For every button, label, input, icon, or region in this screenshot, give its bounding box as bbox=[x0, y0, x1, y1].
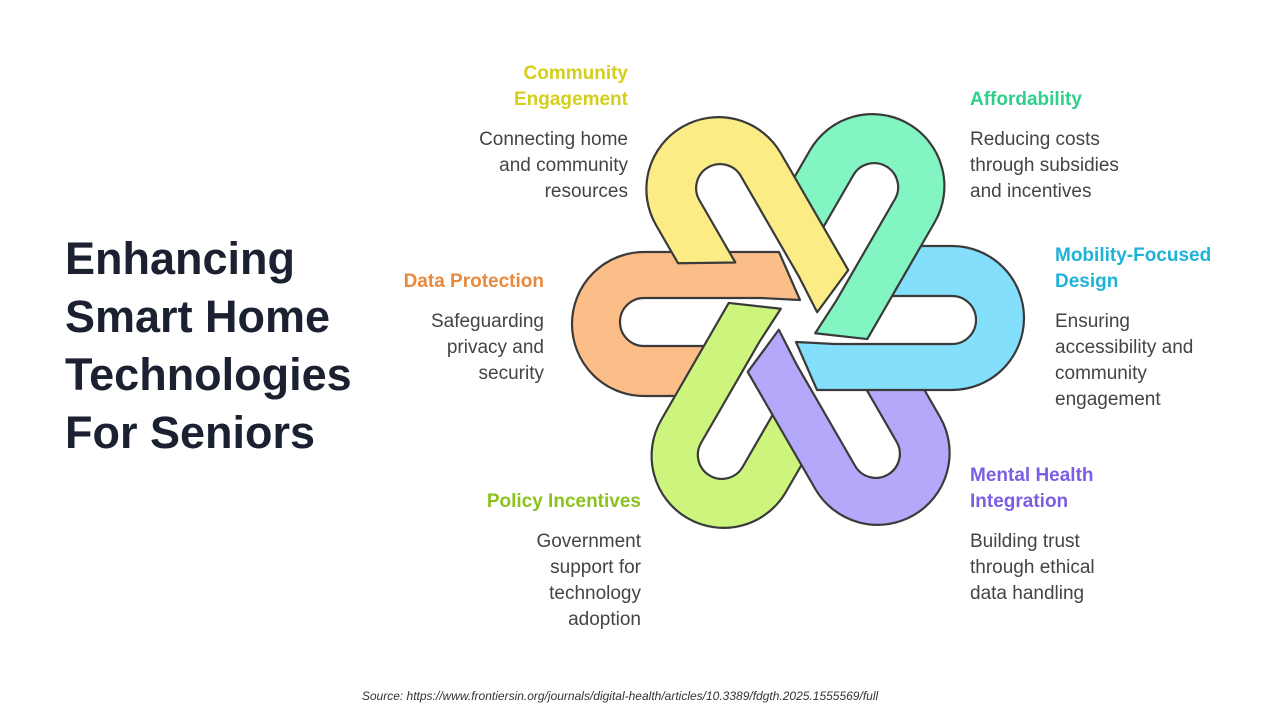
description-line: accessibility and bbox=[1055, 337, 1194, 358]
description-data-protection: Safeguarding privacy and security bbox=[404, 309, 544, 387]
description-line: support for bbox=[550, 557, 641, 578]
heading-line: Community bbox=[523, 63, 629, 84]
description-line: Reducing costs bbox=[970, 129, 1100, 150]
description-line: security bbox=[478, 363, 544, 384]
description-community-engagement: Connecting home and community resources bbox=[479, 127, 628, 205]
description-line: through subsidies bbox=[970, 155, 1119, 176]
label-affordability: Affordability Reducing costs through sub… bbox=[970, 87, 1119, 205]
description-line: resources bbox=[544, 181, 628, 202]
description-line: and incentives bbox=[970, 181, 1092, 202]
description-line: technology bbox=[549, 583, 641, 604]
heading-line: Design bbox=[1055, 271, 1119, 292]
title-line: Smart Home bbox=[65, 291, 331, 342]
description-line: Ensuring bbox=[1055, 311, 1130, 332]
heading-line: Mental Health bbox=[970, 465, 1094, 486]
loop-policy-incentives bbox=[650, 301, 810, 529]
description-line: Government bbox=[536, 531, 641, 552]
label-policy-incentives: Policy Incentives Government support for… bbox=[487, 489, 641, 633]
description-line: through ethical bbox=[970, 557, 1095, 578]
heading-line: Engagement bbox=[513, 89, 628, 110]
loop-mobility-focused-design bbox=[794, 244, 1026, 392]
loop-affordability bbox=[786, 113, 946, 341]
title-line: Technologies bbox=[65, 349, 352, 400]
heading-affordability: Affordability bbox=[970, 87, 1119, 113]
heading-line: Data Protection bbox=[403, 271, 544, 292]
description-mental-health-integration: Building trust through ethical data hand… bbox=[970, 529, 1095, 607]
description-line: data handling bbox=[970, 583, 1085, 604]
description-line: privacy and bbox=[446, 337, 544, 358]
source-citation: Source: https://www.frontiersin.org/jour… bbox=[361, 689, 879, 703]
loop-mental-health-integration bbox=[746, 328, 951, 526]
title-line: For Seniors bbox=[65, 407, 316, 458]
heading-line: Mobility-Focused bbox=[1055, 245, 1212, 266]
heading-line: Affordability bbox=[970, 89, 1082, 110]
title-line: Enhancing bbox=[65, 233, 296, 284]
heading-line: Policy Incentives bbox=[486, 491, 641, 512]
label-mental-health-integration: Mental Health Integration Building trust… bbox=[970, 463, 1095, 607]
label-data-protection: Data Protection Safeguarding privacy and… bbox=[404, 269, 544, 387]
heading-community-engagement: Community Engagement bbox=[479, 61, 628, 113]
loop-community-engagement bbox=[645, 116, 850, 314]
description-line: Building trust bbox=[970, 531, 1080, 552]
description-line: engagement bbox=[1055, 389, 1161, 410]
description-policy-incentives: Government support for technology adopti… bbox=[487, 529, 641, 633]
heading-mobility-focused-design: Mobility-Focused Design bbox=[1055, 243, 1211, 295]
label-mobility-focused-design: Mobility-Focused Design Ensuring accessi… bbox=[1055, 243, 1211, 413]
heading-data-protection: Data Protection bbox=[404, 269, 544, 295]
label-community-engagement: Community Engagement Connecting home and… bbox=[479, 61, 628, 205]
description-line: adoption bbox=[568, 609, 641, 630]
loop-data-protection bbox=[570, 250, 802, 398]
heading-line: Integration bbox=[970, 491, 1069, 512]
description-mobility-focused-design: Ensuring accessibility and community eng… bbox=[1055, 309, 1211, 413]
slide-title: Enhancing Smart Home Technologies For Se… bbox=[65, 230, 395, 462]
heading-policy-incentives: Policy Incentives bbox=[487, 489, 641, 515]
description-line: community bbox=[1055, 363, 1147, 384]
description-line: Safeguarding bbox=[430, 311, 544, 332]
description-line: Connecting home bbox=[479, 129, 628, 150]
description-line: and community bbox=[499, 155, 628, 176]
heading-mental-health-integration: Mental Health Integration bbox=[970, 463, 1095, 515]
description-affordability: Reducing costs through subsidies and inc… bbox=[970, 127, 1119, 205]
